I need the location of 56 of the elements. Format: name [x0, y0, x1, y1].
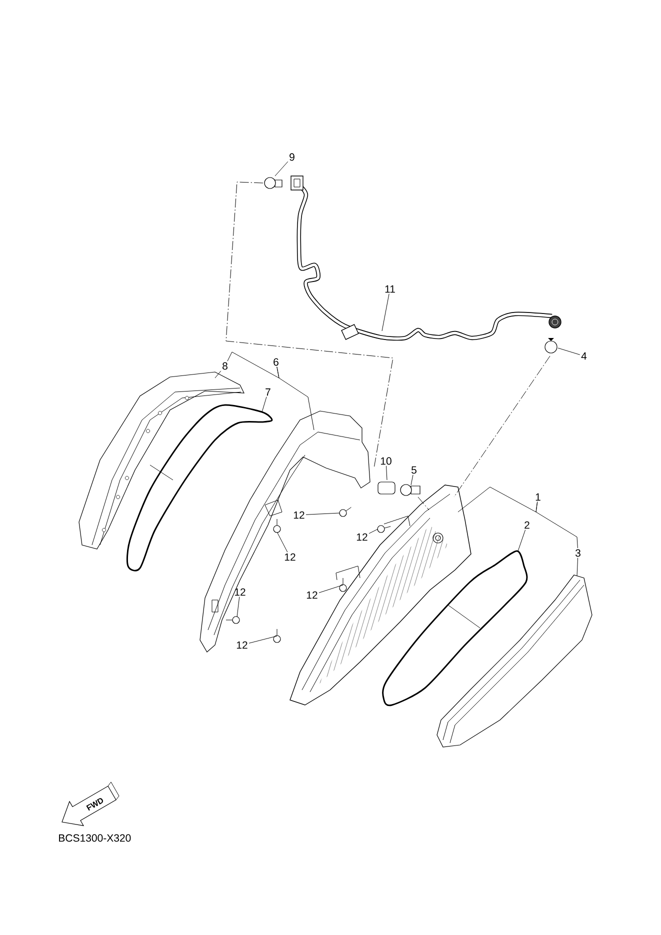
leader-line	[518, 530, 526, 552]
leader-line	[318, 584, 344, 593]
callout-number: 12	[306, 591, 318, 599]
bulb-drawing	[264, 177, 282, 189]
callout-number: 6	[274, 358, 278, 366]
screw-drawing	[273, 628, 281, 643]
screw-drawing	[339, 507, 352, 517]
assembly-line	[418, 496, 430, 510]
screw-drawing	[273, 518, 281, 533]
housing-drawing	[200, 410, 370, 652]
leader-line	[410, 474, 414, 486]
callout-number: 4	[581, 352, 587, 360]
leader-line	[576, 558, 578, 576]
callout-number: 5	[412, 466, 416, 474]
callout-number: 12	[356, 533, 368, 541]
leader-line	[386, 466, 388, 480]
bulb-drawing	[400, 484, 420, 496]
callout-number: 10	[380, 457, 392, 465]
leader-line	[227, 352, 280, 378]
gasket-drawing	[126, 404, 273, 572]
callout-number: 1	[536, 493, 540, 501]
leader-line	[558, 348, 580, 355]
screw-drawing	[339, 578, 347, 592]
callout-number: 12	[236, 641, 248, 649]
assembly-line	[226, 182, 394, 468]
leader-line	[384, 516, 410, 526]
leader-line	[336, 566, 360, 580]
leader-line	[214, 370, 222, 378]
callout-number: 12	[294, 511, 304, 519]
cover-drawing	[78, 372, 244, 550]
leader-line	[274, 161, 288, 176]
callout-number: 7	[266, 388, 270, 396]
callout-number: 12	[284, 553, 296, 561]
leader-line	[262, 396, 267, 412]
callout-number: 2	[524, 521, 530, 529]
gasket-drawing	[382, 550, 528, 706]
wire-harness-drawing	[290, 176, 562, 341]
screw-drawing	[226, 616, 240, 624]
assembly-line	[454, 356, 550, 498]
callout-number: 9	[290, 153, 294, 161]
callout-number: 3	[575, 549, 580, 557]
leader-line	[536, 502, 578, 548]
leader-line	[276, 532, 288, 552]
leader-line	[368, 528, 378, 534]
cover-drawing	[436, 574, 592, 748]
leader-line	[458, 486, 538, 512]
socket-drawing	[378, 482, 396, 494]
screw-drawing	[377, 525, 391, 533]
leader-line	[236, 596, 240, 618]
leader-line	[306, 512, 340, 515]
leader-line	[248, 636, 278, 644]
leader-line	[382, 294, 390, 332]
callout-number: 12	[234, 588, 246, 596]
forward-arrow-sign: FWD	[62, 782, 120, 826]
bulb-drawing	[544, 338, 558, 354]
callout-number: 8	[222, 362, 228, 370]
